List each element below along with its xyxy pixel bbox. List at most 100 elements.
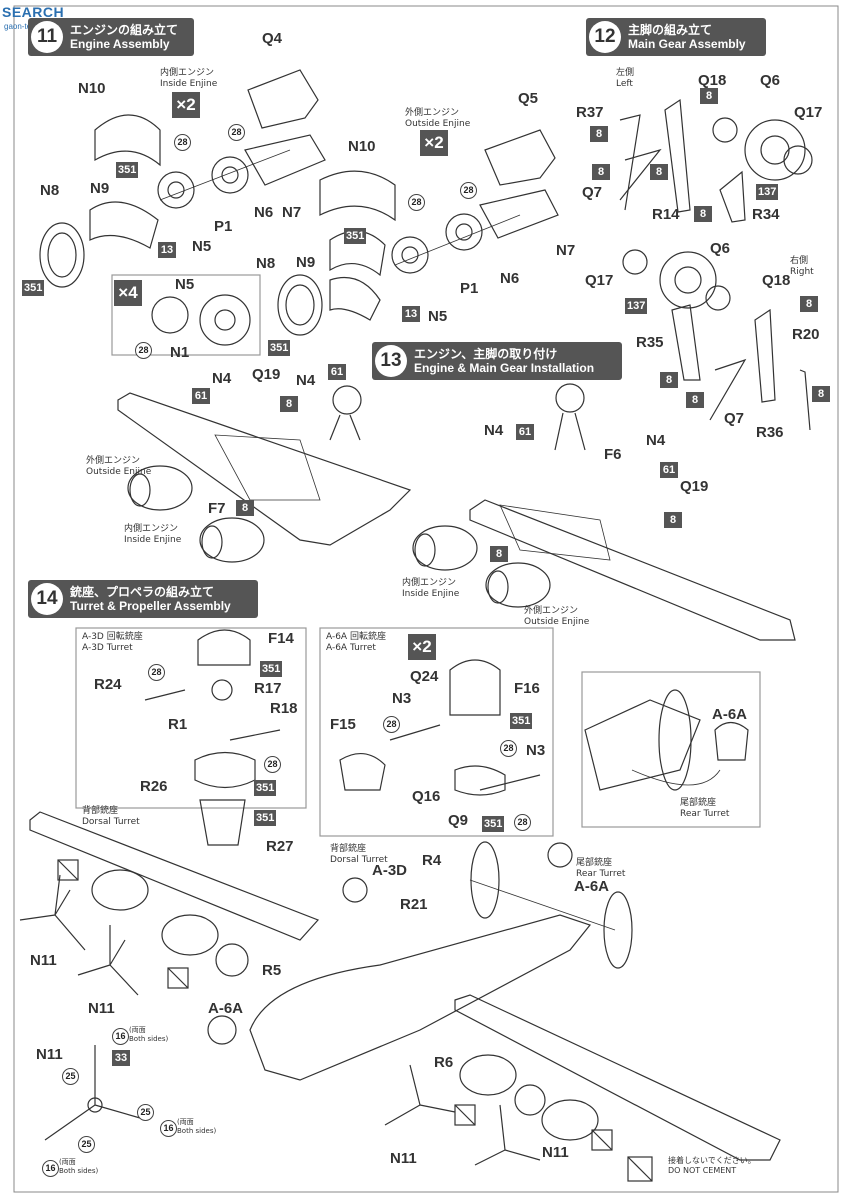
note-jp: A-6A 回転銃座 — [326, 632, 386, 642]
note-jp: (両面 — [129, 1026, 146, 1034]
part-label: R6 — [434, 1054, 454, 1071]
note-jp: 内側エンジン — [402, 578, 457, 588]
paint-circle: 25 — [62, 1068, 79, 1085]
paint-circle: 28 — [514, 814, 531, 831]
note-jp: 外側エンジン — [86, 456, 141, 466]
note-jp: 右側 — [790, 256, 809, 266]
part-label: P1 — [460, 280, 479, 297]
part-label: N4 — [296, 372, 316, 389]
do-not-cement-note: 接着しないでください。DO NOT CEMENT — [668, 1156, 756, 1176]
part-label: R37 — [576, 104, 604, 121]
note-jp: 内側エンジン — [124, 524, 179, 534]
note-jp: 尾部銃座 — [680, 798, 717, 808]
note-en: A-3D Turret — [82, 643, 133, 653]
multiplier-x4: ×4 — [114, 280, 142, 306]
paint-circle: 16 — [160, 1120, 177, 1137]
part-label: Q19 — [252, 366, 281, 383]
part-label: F14 — [268, 630, 294, 647]
paint-circle: 16 — [42, 1160, 59, 1177]
note-en: Dorsal Turret — [82, 817, 140, 827]
step-12-header: 12 主脚の組み立て Main Gear Assembly — [586, 18, 766, 56]
step-title-en: Turret & Propeller Assembly — [70, 599, 231, 613]
part-label: Q9 — [448, 812, 469, 829]
part-label: A-6A — [712, 706, 748, 723]
paint-badge: 8 — [592, 164, 610, 180]
paint-circle: 28 — [264, 756, 281, 773]
part-label: Q5 — [518, 90, 539, 107]
paint-circle: 16 — [112, 1028, 129, 1045]
paint-badge: 8 — [686, 392, 704, 408]
paint-badge: 351 — [254, 810, 277, 826]
part-label: A-3D — [372, 862, 408, 879]
paint-badge: 351 — [116, 162, 139, 178]
part-label: N9 — [296, 254, 316, 271]
note-jp: (両面 — [177, 1118, 194, 1126]
part-label: F7 — [208, 500, 226, 517]
part-label: R17 — [254, 680, 282, 697]
part-label: Q17 — [585, 272, 614, 289]
paint-circle: 28 — [460, 182, 477, 199]
note-jp: 外側エンジン — [405, 108, 460, 118]
part-label: R5 — [262, 962, 282, 979]
part-label: R26 — [140, 778, 168, 795]
paint-badge: 351 — [344, 228, 367, 244]
part-label: Q24 — [410, 668, 439, 685]
part-label: A-6A — [574, 878, 610, 895]
paint-circle: 25 — [78, 1136, 95, 1153]
paint-badge: 351 — [254, 780, 277, 796]
note-en: Inside Enjine — [160, 79, 218, 89]
paint-badge: 351 — [510, 713, 533, 729]
part-label: Q18 — [698, 72, 727, 89]
part-label: Q6 — [760, 72, 781, 89]
paint-badge: 61 — [516, 424, 534, 440]
paint-badge: 61 — [328, 364, 346, 380]
part-label: R4 — [422, 852, 442, 869]
note-jp: 外側エンジン — [524, 606, 579, 616]
part-label: N6 — [254, 204, 274, 221]
note-en: Left — [616, 79, 633, 89]
part-label: Q18 — [762, 272, 791, 289]
note-en: Outside Enjine — [524, 617, 590, 627]
part-label: N11 — [30, 952, 57, 969]
note-en: Both sides) — [177, 1127, 217, 1135]
note-en: Right — [790, 267, 814, 277]
note-jp: 内側エンジン — [160, 68, 215, 78]
paint-badge: 13 — [158, 242, 176, 258]
step-number: 11 — [31, 21, 63, 53]
part-label: N8 — [256, 255, 276, 272]
step-title-jp: エンジン、主脚の取り付け — [414, 347, 558, 361]
part-label: N11 — [390, 1150, 417, 1167]
part-label: Q7 — [582, 184, 603, 201]
step-title-en: Engine & Main Gear Installation — [414, 361, 595, 375]
paint-circle: 28 — [148, 664, 165, 681]
part-label: R18 — [270, 700, 298, 717]
part-label: R24 — [94, 676, 122, 693]
part-label: N10 — [78, 80, 106, 97]
note-jp: 接着しないでください。 — [668, 1156, 756, 1165]
paint-circle: 28 — [228, 124, 245, 141]
paint-badge: 8 — [700, 88, 718, 104]
paint-badge: 8 — [812, 386, 830, 402]
paint-badge: 351 — [482, 816, 505, 832]
paint-badge: 8 — [800, 296, 818, 312]
paint-badge: 137 — [756, 184, 779, 200]
paint-badge: 137 — [625, 298, 648, 314]
paint-badge: 61 — [660, 462, 678, 478]
note-en: Rear Turret — [576, 869, 626, 879]
step-title-jp: 銃座、プロペラの組み立て — [70, 585, 215, 599]
note-jp: 背部銃座 — [82, 806, 119, 816]
paint-circle: 25 — [137, 1104, 154, 1121]
step-number: 14 — [31, 583, 63, 615]
part-label: N5 — [192, 238, 212, 255]
paint-circle: 28 — [500, 740, 517, 757]
part-label: R14 — [652, 206, 680, 223]
part-label: N11 — [36, 1046, 63, 1063]
paint-badge: 8 — [490, 546, 508, 562]
